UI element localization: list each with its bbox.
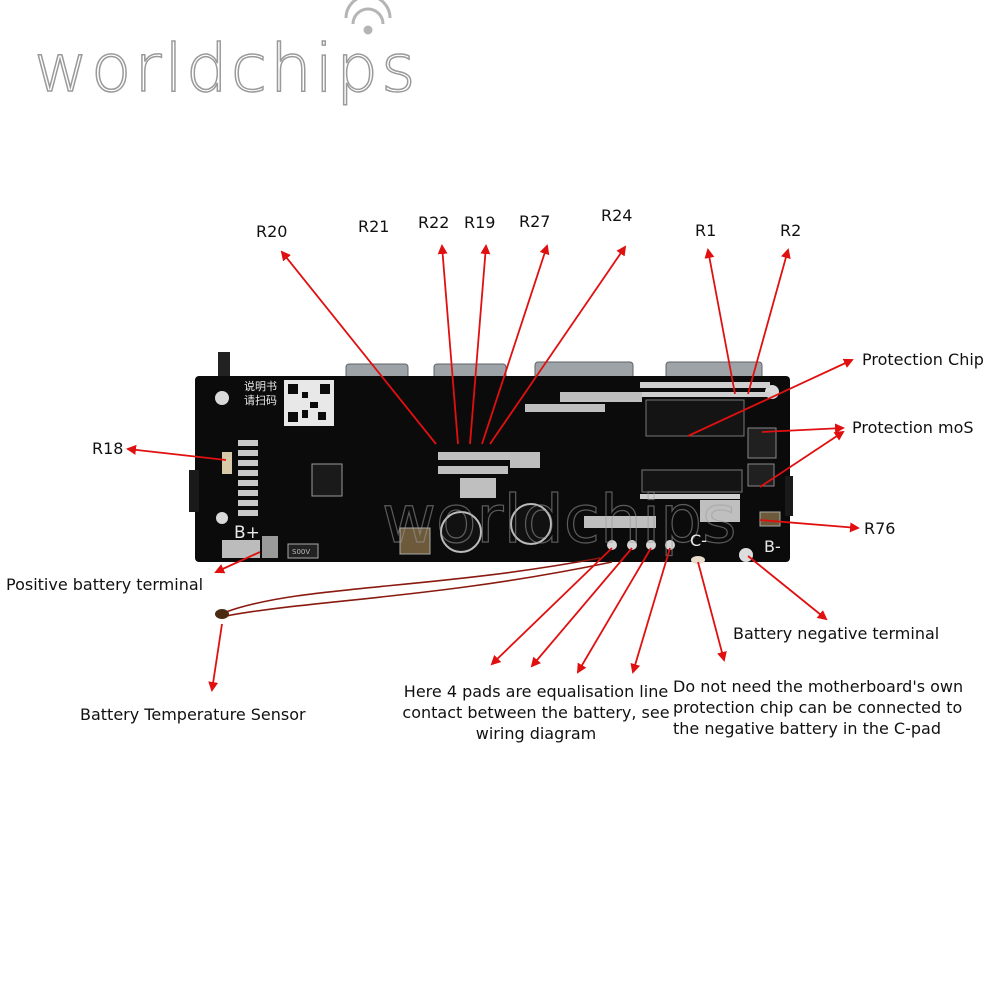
svg-text:B+: B+: [234, 523, 260, 543]
arrow-protection-mos-1: [761, 423, 845, 434]
smd-components: [438, 392, 740, 528]
board-silkscreen: 说明书 请扫码 B+ C- B- S00V: [234, 379, 781, 556]
wifi-icon: [344, 0, 392, 35]
arrow-r18: [126, 444, 227, 461]
label-equalisation-note: Here 4 pads are equalisation line contac…: [402, 682, 670, 743]
svg-text:S00V: S00V: [292, 548, 310, 556]
temperature-sensor-bead: [215, 609, 229, 619]
label-positive-terminal: Positive battery terminal: [6, 575, 204, 594]
arrow-r27: [481, 244, 550, 445]
arrow-r76: [759, 519, 860, 533]
label-c-pad-note: Do not need the motherboard's own protec…: [673, 677, 964, 738]
arrow-r22: [437, 244, 459, 445]
arrow-protection-mos-2: [759, 430, 845, 488]
label-r19: R19: [464, 213, 496, 232]
svg-text:C-: C-: [690, 531, 707, 550]
arrow-negative-terminal: [747, 555, 828, 621]
label-r20: R20: [256, 222, 288, 241]
callout-arrows: [126, 244, 860, 692]
svg-text:B-: B-: [764, 537, 781, 556]
arrow-r20: [280, 250, 437, 445]
brand-logo: worldchips: [33, 29, 419, 108]
arrow-r1: [704, 248, 736, 395]
label-r18: R18: [92, 439, 124, 458]
arrow-positive-terminal: [214, 551, 261, 574]
arrow-balance-2: [530, 547, 633, 668]
arrow-temp-sensor: [208, 623, 223, 692]
label-temp-sensor: Battery Temperature Sensor: [80, 705, 306, 724]
arrow-r2: [747, 248, 791, 395]
arrow-c-pad: [697, 561, 727, 662]
label-r22: R22: [418, 213, 450, 232]
resistor-ladder: [222, 440, 258, 516]
label-protection-mos: Protection moS: [852, 418, 974, 437]
label-r24: R24: [601, 206, 633, 225]
watermark: worldchips: [382, 481, 736, 558]
arrow-r19: [469, 244, 491, 445]
label-r21: R21: [358, 217, 390, 236]
label-r1: R1: [695, 221, 717, 240]
label-r76: R76: [864, 519, 896, 538]
label-negative-terminal: Battery negative terminal: [733, 624, 940, 643]
label-r27: R27: [519, 212, 551, 231]
label-protection-chip: Protection Chip: [862, 350, 984, 369]
svg-text:说明书: 说明书: [244, 379, 277, 393]
arrow-r24: [489, 245, 627, 445]
svg-text:请扫码: 请扫码: [244, 394, 277, 407]
arrow-balance-3: [576, 547, 652, 674]
balance-pads: [607, 540, 675, 550]
pcb-board: [189, 352, 793, 564]
qr-code: [284, 380, 334, 426]
arrow-balance-4: [630, 547, 671, 674]
arrow-balance-1: [490, 547, 613, 666]
temperature-sensor-wire: [225, 557, 613, 617]
label-r2: R2: [780, 221, 802, 240]
arrow-protection-chip: [687, 358, 854, 437]
